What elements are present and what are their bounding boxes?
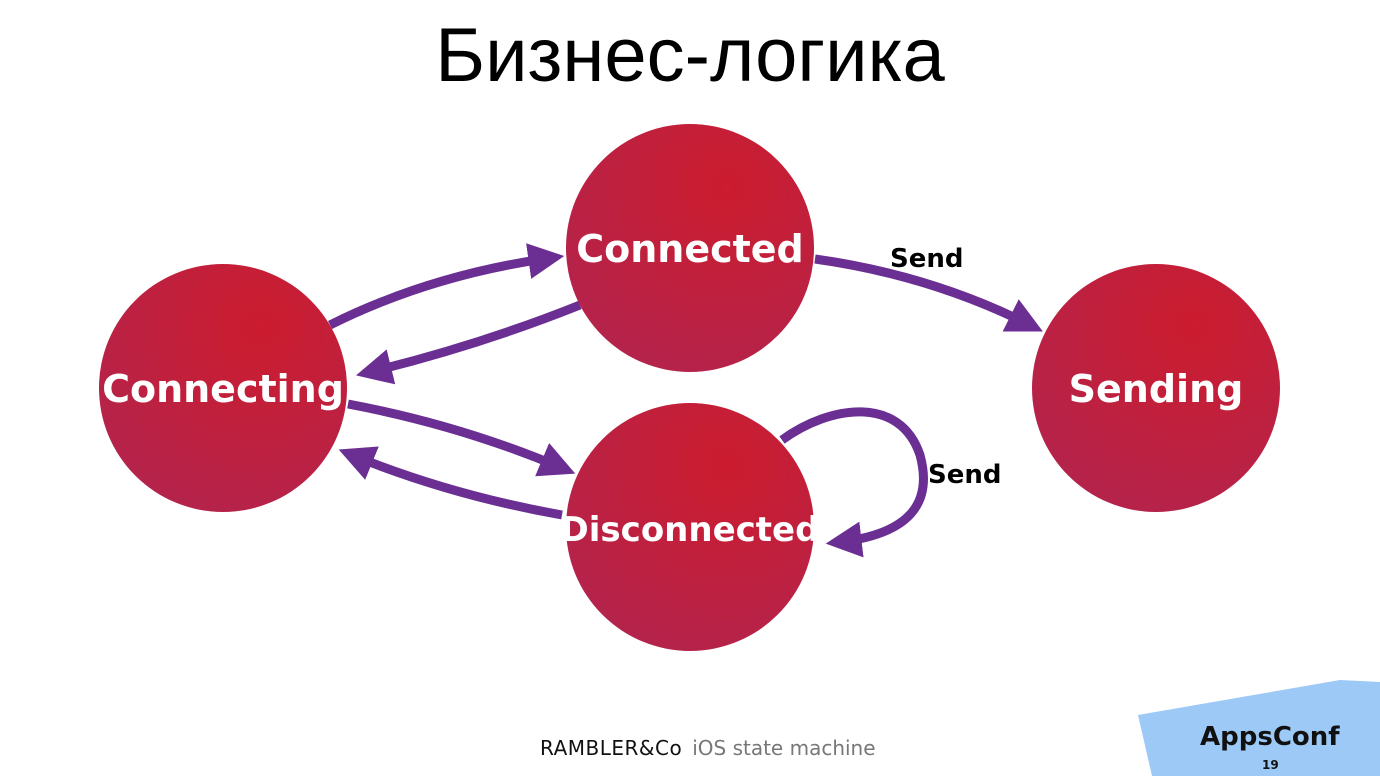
rambler-logo: RAMBLER&Co	[540, 736, 683, 760]
footer: RAMBLER&Co iOS state machine	[540, 736, 876, 760]
state-label: Connecting	[102, 367, 344, 411]
page-number: 19	[1262, 758, 1279, 772]
state-node-connected[interactable]: Connected	[566, 124, 814, 372]
footer-subtitle: iOS state machine	[692, 736, 876, 760]
state-node-sending[interactable]: Sending	[1032, 264, 1280, 512]
state-node-disconnected[interactable]: Disconnected	[561, 403, 820, 651]
state-label: Sending	[1069, 367, 1244, 411]
edge-label-send-loop: Send	[928, 460, 1001, 490]
edge-label-send: Send	[890, 244, 963, 274]
edge-connected-to-connecting	[356, 300, 582, 385]
state-label: Connected	[576, 227, 804, 271]
edge-connected-to-sending	[814, 254, 1043, 332]
state-node-connecting[interactable]: Connecting	[99, 264, 347, 512]
edge-connecting-to-disconnected	[347, 399, 576, 477]
state-label: Disconnected	[561, 510, 820, 550]
edge-connecting-to-connected	[327, 243, 565, 330]
appsconf-logo: AppsConf	[1200, 722, 1340, 752]
edge-disconnected-to-connecting	[338, 446, 563, 520]
appsconf-badge-shape	[1138, 680, 1380, 776]
edge-disconnected-self-loop	[779, 407, 928, 558]
slide-title: Бизнес-логика	[435, 13, 945, 98]
